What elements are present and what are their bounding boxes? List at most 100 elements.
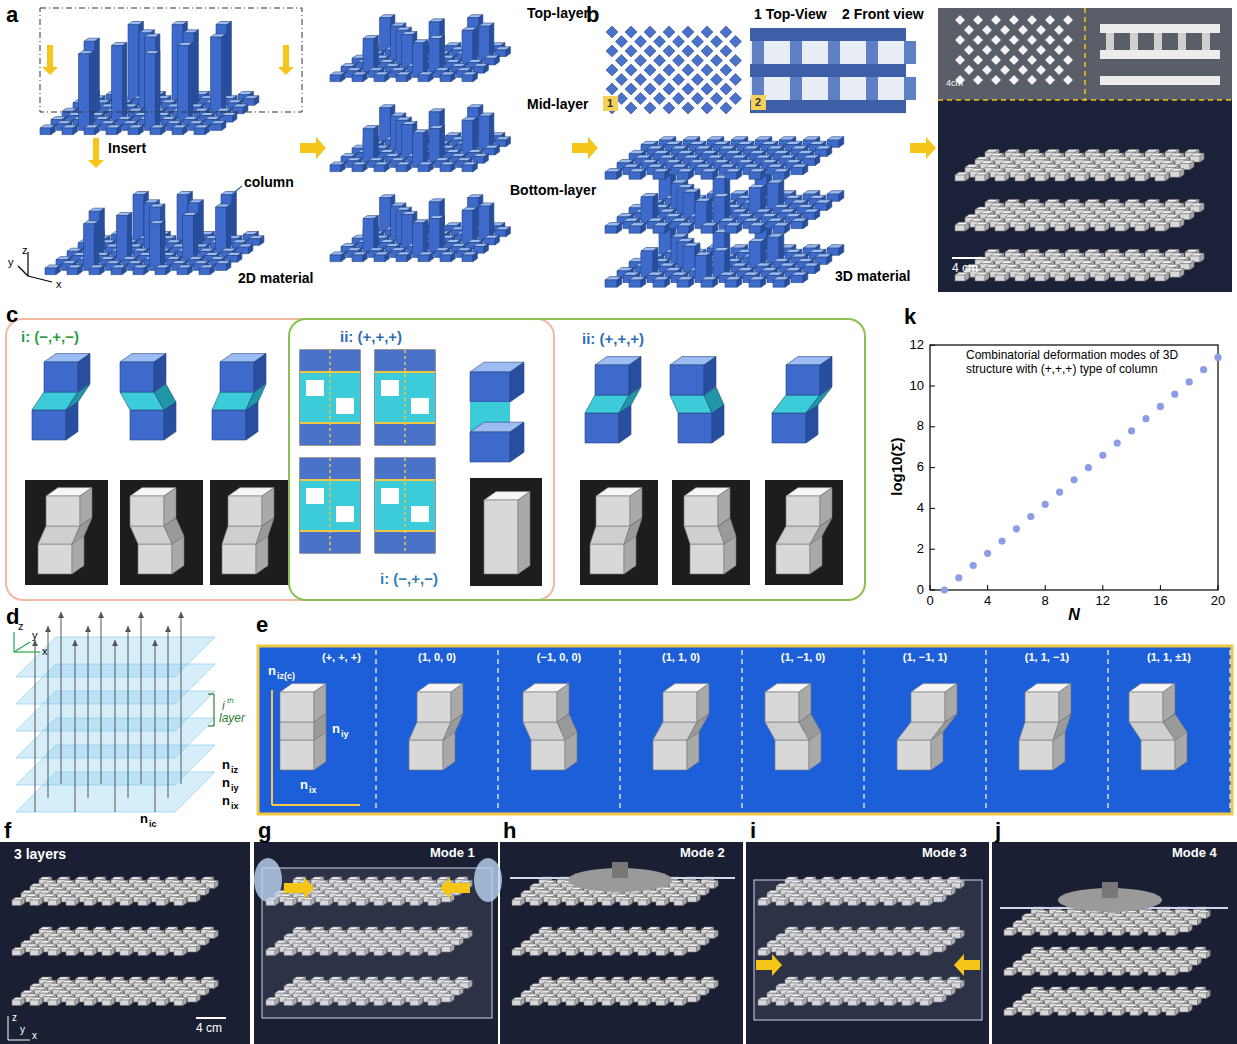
block-face (995, 275, 1005, 281)
block-face (111, 268, 122, 275)
top-view-tile (692, 55, 704, 67)
top-view-tile (616, 36, 628, 48)
block-face (418, 75, 429, 82)
front-view-pillar (828, 41, 840, 64)
photo-band (1100, 24, 1220, 33)
block-face (352, 75, 363, 82)
block-face (605, 172, 617, 179)
block-face (156, 51, 160, 131)
block-face (62, 128, 73, 135)
block-face (117, 216, 128, 263)
top-view-tile (625, 64, 637, 76)
top-view-tile (625, 26, 637, 38)
top-view-tile (625, 83, 637, 95)
block-face (194, 30, 198, 110)
photo-pillar (1202, 33, 1210, 50)
block-face (211, 37, 222, 114)
top-view-tile (720, 45, 732, 57)
block-face (89, 268, 100, 275)
top-view-tile (720, 83, 732, 95)
block-face (629, 280, 641, 287)
front-view-pillar (904, 77, 916, 100)
block-face (112, 46, 123, 123)
block-face (227, 204, 231, 254)
block-face (701, 226, 713, 233)
top-view-tile (720, 64, 732, 76)
top-view-tile (673, 74, 685, 86)
block-face (791, 221, 803, 228)
top-view-tile (616, 55, 628, 67)
block-face (227, 22, 231, 102)
photo-band (1100, 76, 1220, 85)
block-face (150, 224, 161, 271)
block-face (106, 128, 117, 135)
block-face (725, 172, 737, 179)
block-face (222, 34, 226, 114)
block-face (84, 224, 95, 271)
block-face (352, 255, 363, 262)
top-view-tile (730, 74, 742, 86)
photo-band (1100, 50, 1220, 59)
block-face (216, 207, 227, 254)
top-view-tile (635, 36, 647, 48)
block-face (975, 275, 985, 281)
block-face (211, 124, 222, 131)
block-face (396, 255, 407, 262)
top-view-tile (644, 102, 656, 114)
block-face (374, 75, 385, 82)
top-view-tile (720, 102, 732, 114)
front-view-pillar (866, 77, 878, 100)
block-face (791, 167, 803, 174)
top-view-tile (701, 45, 713, 57)
block-face (330, 165, 341, 172)
front-view-pillar (752, 41, 764, 64)
block-face (330, 255, 341, 262)
block-face (1055, 275, 1065, 281)
block-face (128, 128, 139, 135)
top-view-tile (644, 45, 656, 57)
top-view-tile (606, 64, 618, 76)
front-view-pillar (828, 77, 840, 100)
front-view-band (750, 28, 906, 41)
block-face (629, 172, 641, 179)
front-view-band (750, 100, 906, 113)
block-face (677, 172, 689, 179)
top-view-tile (720, 26, 732, 38)
block-face (374, 255, 385, 262)
top-view-tile (616, 74, 628, 86)
top-view-tile (606, 26, 618, 38)
top-view-tile (682, 64, 694, 76)
top-view-tile (682, 83, 694, 95)
block-face (177, 268, 188, 275)
top-view-tile (673, 93, 685, 105)
block-face (172, 128, 183, 135)
top-view-tile (673, 55, 685, 67)
block-face (150, 128, 161, 135)
top-view-tile (673, 36, 685, 48)
front-view-pillar (790, 77, 802, 100)
block-face (123, 42, 127, 122)
top-view-tile (711, 74, 723, 86)
top-view-tile (606, 83, 618, 95)
block-face (440, 75, 451, 82)
block-face (1075, 275, 1085, 281)
photo-pillar (1130, 33, 1138, 50)
yellow-arrow (42, 45, 58, 75)
block-face (183, 216, 194, 263)
block-face (232, 192, 236, 242)
axis-line (18, 266, 28, 276)
block-face (440, 165, 451, 172)
block-face (749, 172, 761, 179)
top-view-tile (663, 26, 675, 38)
block-face (40, 128, 51, 135)
photo-pillar (1154, 33, 1162, 50)
block-face (677, 280, 689, 287)
block-face (418, 165, 429, 172)
block-face (725, 280, 737, 287)
block-face (374, 165, 385, 172)
axis-line (28, 276, 52, 282)
top-view-tile (701, 64, 713, 76)
block-face (95, 38, 99, 118)
top-view-tile (663, 45, 675, 57)
